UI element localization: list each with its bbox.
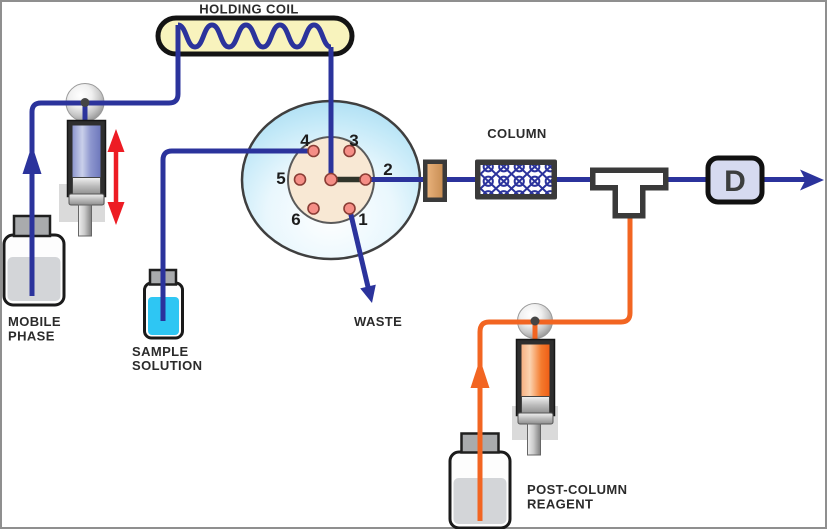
port-number-5: 5 bbox=[276, 169, 285, 188]
reagent-syringe-pump bbox=[512, 338, 558, 456]
valve-ball-pivot-icon bbox=[530, 316, 540, 326]
valve-port-6 bbox=[307, 202, 320, 215]
mobile-phase-up-arrow-icon bbox=[22, 145, 42, 174]
piston-flange bbox=[68, 193, 105, 206]
holding-coil-tubing bbox=[177, 22, 332, 50]
syringe-piston bbox=[72, 177, 101, 195]
syringe-piston bbox=[521, 396, 550, 414]
piston-flange bbox=[517, 412, 554, 425]
tee-connector bbox=[590, 167, 669, 219]
port-number-2: 2 bbox=[383, 160, 392, 179]
syringe-liquid bbox=[72, 125, 101, 178]
port-number-3: 3 bbox=[349, 131, 358, 150]
valve-port-3 bbox=[343, 144, 356, 158]
column bbox=[475, 159, 557, 200]
valve-port-center bbox=[324, 172, 338, 187]
detector: D bbox=[705, 155, 765, 205]
column-packing-pattern bbox=[480, 165, 552, 194]
reagent-line bbox=[477, 214, 633, 521]
valve-port-2 bbox=[359, 173, 372, 186]
column-label: COLUMN bbox=[487, 126, 546, 141]
port-number-1: 1 bbox=[358, 210, 367, 229]
post-column-reagent-label-line1: POST-COLUMN bbox=[527, 482, 627, 497]
column-inlet-fitting bbox=[423, 159, 447, 202]
post-column-reagent-label-line2: REAGENT bbox=[527, 497, 593, 512]
port-number-6: 6 bbox=[291, 210, 300, 229]
valve-port-1 bbox=[343, 202, 356, 215]
waste-arrow-icon bbox=[360, 284, 376, 303]
port-number-4: 4 bbox=[300, 131, 310, 150]
syringe-liquid bbox=[521, 344, 550, 397]
mobile-phase-label-line2: PHASE bbox=[8, 329, 55, 344]
sample-solution-label-line1: SAMPLE bbox=[132, 344, 189, 359]
mobile-phase-line bbox=[29, 25, 181, 296]
holding-coil-label: HOLDING COIL bbox=[199, 2, 298, 17]
mobile-phase-label-line1: MOBILE bbox=[8, 314, 61, 329]
sample-solution-label-line2: SOLUTION bbox=[132, 358, 202, 373]
waste-line bbox=[347, 207, 371, 290]
plunger-rod bbox=[527, 423, 541, 456]
reagent-up-arrow-icon bbox=[470, 359, 490, 388]
plunger-rod bbox=[78, 204, 92, 237]
detector-box bbox=[705, 155, 765, 205]
valve-port-numbers: 1 2 3 4 5 6 bbox=[276, 131, 392, 229]
piston-stroke-arrow-icon bbox=[107, 129, 125, 225]
valve-ports bbox=[293, 144, 372, 215]
mobile-phase-syringe-pump bbox=[59, 119, 107, 237]
valve-port-5 bbox=[293, 173, 307, 186]
detector-letter: D bbox=[724, 165, 746, 198]
sample-line bbox=[160, 148, 314, 321]
valve-ball-pivot-icon bbox=[80, 98, 90, 107]
waste-label: WASTE bbox=[354, 314, 402, 329]
valve-port-4 bbox=[307, 144, 320, 158]
outlet-arrow-icon bbox=[800, 169, 824, 191]
